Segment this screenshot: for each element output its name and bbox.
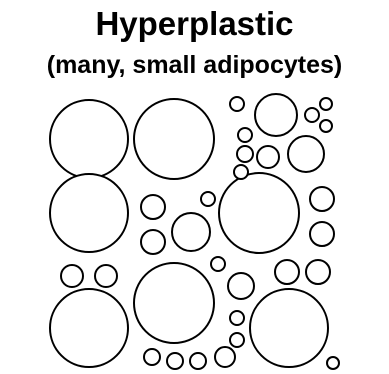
- adipocyte: [61, 265, 83, 287]
- adipocyte: [230, 311, 244, 325]
- adipocyte: [327, 357, 339, 369]
- adipocyte: [230, 97, 244, 111]
- adipocyte: [305, 108, 319, 122]
- adipocyte: [50, 174, 128, 252]
- adipocyte: [237, 146, 253, 162]
- adipocyte: [134, 99, 214, 179]
- adipocyte: [172, 213, 210, 251]
- adipocyte: [306, 260, 330, 284]
- adipocyte: [288, 136, 324, 172]
- adipocyte: [257, 146, 279, 168]
- adipocyte: [320, 98, 332, 110]
- adipocyte: [201, 192, 215, 206]
- adipocyte: [141, 230, 165, 254]
- adipocyte: [238, 128, 252, 142]
- adipocyte: [134, 263, 214, 343]
- adipocyte: [219, 173, 299, 253]
- adipocyte: [215, 347, 235, 367]
- adipocyte: [228, 273, 254, 299]
- adipocyte: [255, 94, 297, 136]
- adipocyte: [234, 165, 248, 179]
- adipocyte: [95, 265, 117, 287]
- adipocyte: [230, 333, 244, 347]
- adipocyte: [250, 289, 328, 367]
- adipocyte: [310, 222, 334, 246]
- adipocyte: [50, 100, 128, 178]
- adipocyte: [320, 120, 332, 132]
- adipocyte: [211, 257, 225, 271]
- adipocyte: [50, 289, 128, 367]
- adipocyte: [275, 260, 299, 284]
- adipocyte: [167, 353, 183, 369]
- adipocyte: [310, 187, 334, 211]
- adipocyte: [144, 349, 160, 365]
- adipocyte: [190, 353, 206, 369]
- adipocyte: [141, 195, 165, 219]
